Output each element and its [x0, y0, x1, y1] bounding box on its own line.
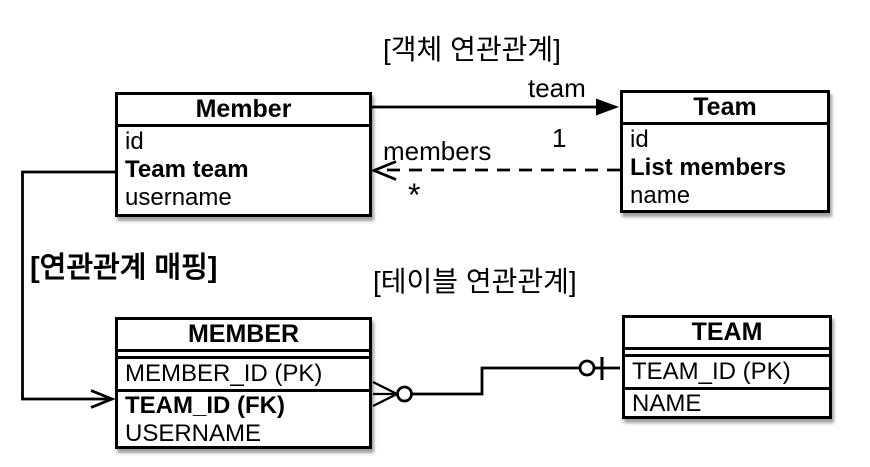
- member-class-title: Member: [118, 95, 369, 127]
- table-relation-label: [테이블 연관관계]: [373, 266, 577, 297]
- team-table-box: TEAM TEAM_ID (PK) NAME: [622, 315, 832, 419]
- row-name: NAME: [632, 390, 702, 417]
- multiplicity-many-label: *: [408, 177, 421, 213]
- team-table-rows: TEAM_ID (PK) NAME: [625, 354, 829, 418]
- field-team-team: Team team: [125, 156, 249, 183]
- member-class-fields: id Team team username: [118, 127, 369, 212]
- member-table-box: MEMBER MEMBER_ID (PK) TEAM_ID (FK) USERN…: [115, 317, 372, 449]
- row-username: USERNAME: [125, 420, 262, 447]
- crow-foot-many-icon: [372, 380, 398, 408]
- team-class-fields: id List members name: [623, 125, 827, 210]
- member-table-rows: MEMBER_ID (PK) TEAM_ID (FK) USERNAME: [118, 356, 369, 448]
- title-separator-gap: [118, 352, 369, 356]
- team-table-title: TEAM: [625, 318, 829, 350]
- filled-arrowhead-icon: [596, 98, 619, 116]
- members-role-label: members: [383, 136, 492, 166]
- team-role-label: team: [528, 73, 586, 103]
- row-team-id-fk: TEAM_ID (FK): [125, 392, 285, 419]
- member-class-box: Member id Team team username: [115, 92, 372, 217]
- field-list-members: List members: [630, 154, 787, 181]
- table-relation-connector: [372, 357, 620, 408]
- member-table-title: MEMBER: [118, 320, 369, 352]
- multiplicity-one-label: 1: [552, 123, 567, 153]
- object-relation-label: [객체 연관관계]: [383, 34, 561, 65]
- zero-circle-icon: [578, 359, 596, 377]
- fk-mapping-elbow-arrow: [21, 170, 116, 409]
- field-username: username: [125, 184, 232, 211]
- field-id: id: [125, 128, 144, 155]
- mapping-label: [연관관계 매핑]: [30, 252, 218, 284]
- open-arrowhead-icon: [90, 389, 116, 409]
- team-class-box: Team id List members name: [620, 90, 830, 213]
- row-team-id-pk: TEAM_ID (PK): [625, 357, 829, 390]
- row-member-id-pk: MEMBER_ID (PK): [118, 359, 369, 392]
- title-separator-gap: [625, 350, 829, 354]
- field-id: id: [630, 126, 649, 153]
- zero-circle-icon: [396, 385, 413, 403]
- field-name: name: [630, 182, 691, 209]
- team-class-title: Team: [623, 93, 827, 125]
